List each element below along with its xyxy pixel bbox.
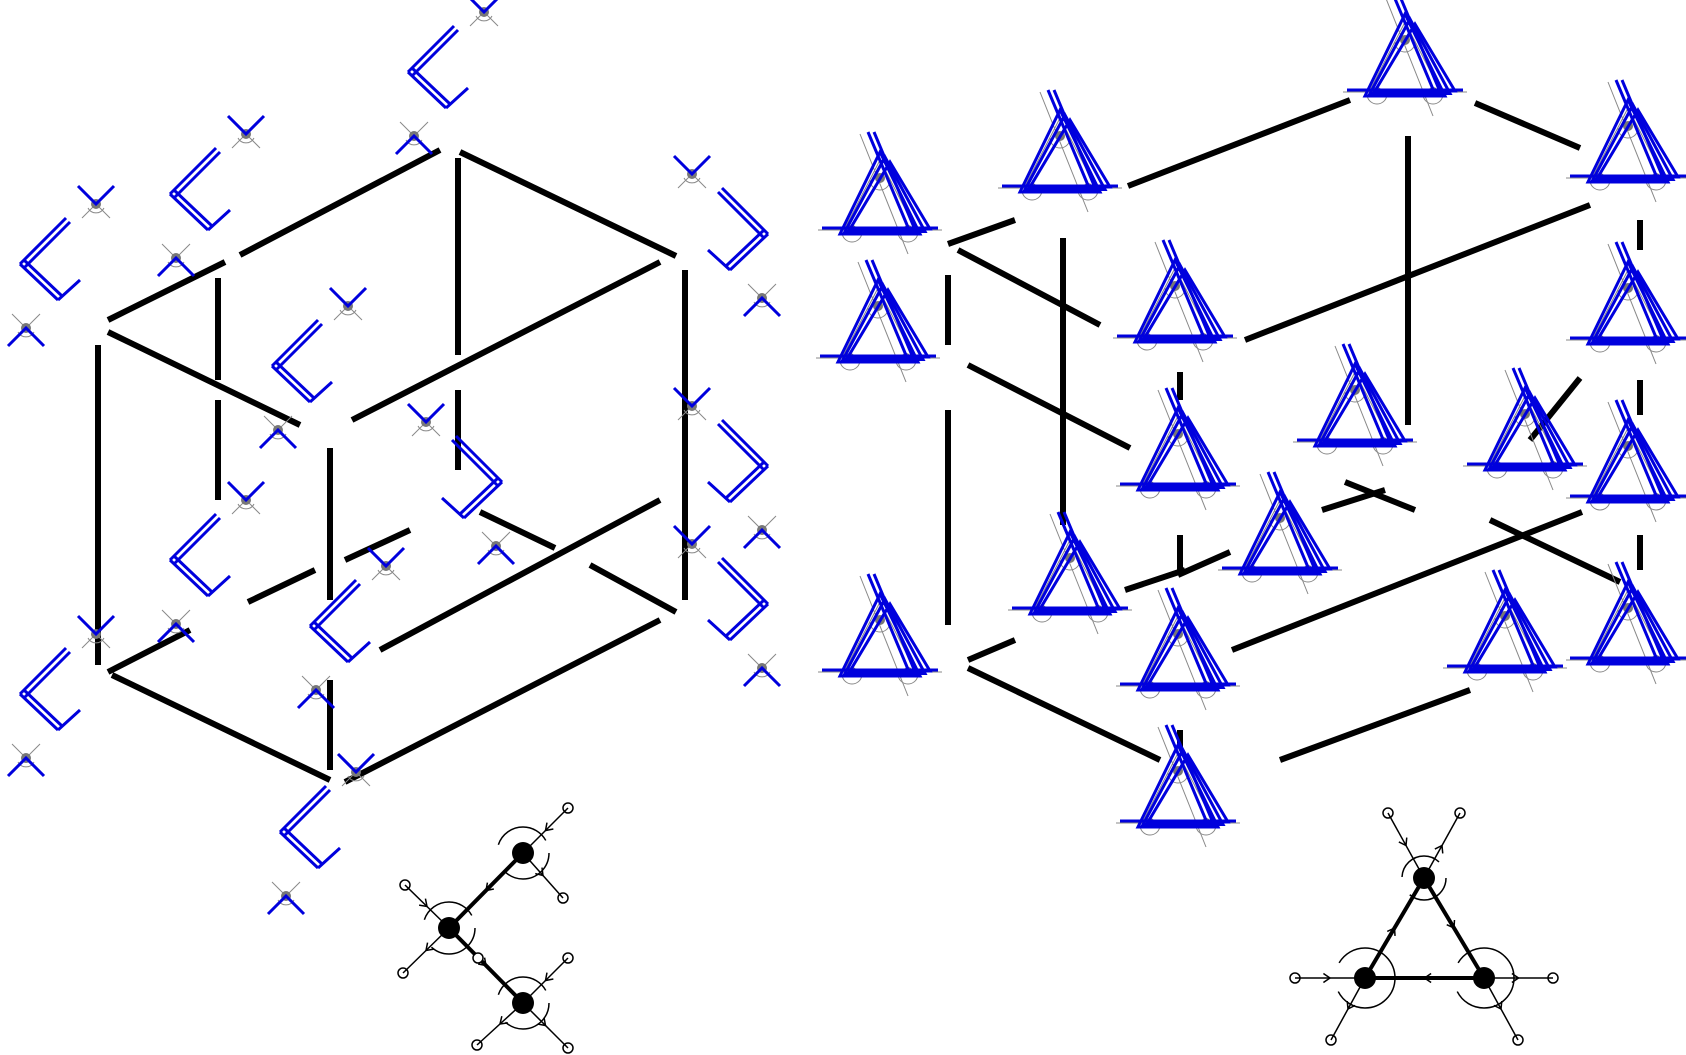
x-junction-gadget-icon: [672, 386, 782, 550]
hypercube-edge: [966, 362, 1132, 451]
x-junction-gadget-icon: [156, 114, 266, 278]
triangle-gadget-icon: [1293, 343, 1417, 467]
x-junction-gadget-icon: [672, 524, 782, 688]
hypercube-edge: [106, 627, 192, 675]
x-junction-gadget-icon: [156, 480, 266, 644]
legend-arc: [422, 901, 476, 955]
arrowhead: [1493, 1000, 1503, 1011]
hypercube-edge: [378, 497, 662, 653]
arrowhead: [544, 972, 554, 982]
x-junction-gadget-icon: [394, 0, 499, 156]
hypercube-edge: [588, 562, 678, 615]
legend-arc: [496, 826, 550, 880]
arrowhead: [418, 898, 428, 908]
x-junction-gadget-icon: [672, 154, 782, 318]
x-junction-gadget-icon: [258, 286, 368, 450]
hypercube-edge: [1124, 567, 1186, 593]
triangle-gadget-icon: [1116, 387, 1240, 511]
hypercube-edge: [110, 672, 332, 783]
arrowhead: [544, 822, 554, 832]
triangle-gadget-icon: [1218, 471, 1342, 595]
right-legend: [1289, 807, 1559, 1046]
arrowhead: [1346, 1000, 1356, 1011]
arrowhead: [1386, 926, 1396, 937]
legend-arc: [1453, 947, 1515, 1009]
arrowhead: [1446, 919, 1456, 930]
hypercube-edge: [106, 329, 302, 428]
x-junction-gadget-icon: [296, 546, 406, 710]
triangle-gadget-icon: [1343, 0, 1467, 117]
triangle-gadget-icon: [1566, 79, 1686, 203]
hypercube-edge: [1126, 97, 1352, 189]
triangle-gadget-icon: [1116, 587, 1240, 711]
arrowhead: [537, 1017, 547, 1027]
arrowhead: [1398, 837, 1408, 847]
triangle-gadget-icon: [1443, 569, 1567, 693]
triangle-gadget-icon: [1008, 511, 1132, 635]
hypercube-edge: [1243, 202, 1592, 343]
legend-open-end: [472, 952, 484, 964]
arrowhead: [1322, 972, 1332, 984]
arrowhead: [1434, 844, 1444, 854]
triangle-gadget-icon: [1463, 367, 1587, 491]
hypercube-edge: [106, 259, 227, 323]
hypercube-edge: [966, 637, 1017, 663]
arrowhead: [499, 1016, 509, 1025]
hypercube-edge: [238, 147, 442, 258]
triangle-gadget-icon: [1116, 724, 1240, 848]
left-hypercube: [6, 0, 782, 916]
hypercube-edge: [1278, 687, 1472, 763]
hypercube-edge: [956, 247, 1102, 328]
hypercube-edge: [343, 617, 662, 785]
x-junction-gadget-icon: [266, 752, 376, 916]
triangle-gadget-icon: [998, 89, 1122, 213]
hypercube-edge: [966, 665, 1162, 763]
hypercube-edge: [1488, 517, 1622, 585]
triangle-gadget-icon: [1566, 561, 1686, 685]
hypercube-edge: [246, 567, 317, 605]
hypercube-edge: [946, 217, 1017, 247]
legend-arc: [1401, 855, 1447, 901]
hypercube-edge: [350, 259, 662, 423]
arrowhead: [478, 957, 487, 967]
triangle-gadget-icon: [818, 573, 942, 697]
hypercube-edge: [458, 149, 678, 259]
x-junction-gadget-icon: [6, 614, 116, 778]
hypercube-edge: [343, 527, 412, 563]
x-junction-gadget-icon: [406, 402, 516, 566]
hypercube-edge: [1473, 100, 1582, 151]
hypercube-edge: [1343, 479, 1417, 513]
triangle-gadget-icon: [818, 131, 942, 255]
arrowhead: [425, 942, 435, 952]
x-junction-gadget-icon: [6, 184, 116, 348]
hypercube-edge: [1230, 509, 1584, 653]
legend-arc: [496, 976, 550, 1030]
hypercube-edge: [1176, 549, 1232, 578]
triangle-gadget-icon: [1566, 241, 1686, 365]
right-hypercube: [816, 0, 1686, 848]
hypercube-edge: [478, 509, 557, 551]
triangle-gadget-icon: [816, 259, 940, 383]
triangle-gadget-icon: [1566, 399, 1686, 523]
triangle-gadget-icon: [1113, 239, 1237, 363]
arrowhead: [1423, 972, 1432, 984]
left-legend: [397, 802, 574, 1054]
legend-arc: [1334, 947, 1396, 1009]
arrowhead: [485, 882, 494, 892]
